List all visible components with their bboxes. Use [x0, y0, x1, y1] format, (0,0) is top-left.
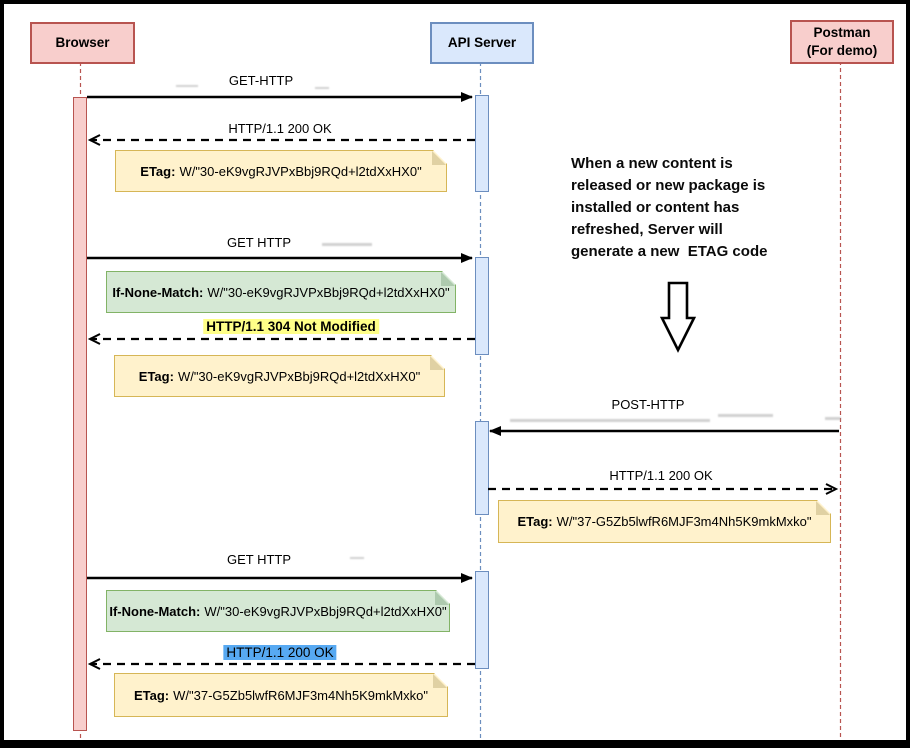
actor-postman-label-line2: (For demo)	[806, 43, 878, 58]
msg-200-ok-1: HTTP/1.1 200 OK	[228, 121, 332, 136]
annotation-line: generate a new ETAG code	[571, 243, 768, 260]
note-etag-30-first: ETag:W/"30-eK9vgRJVPxBbj9RQd+l2tdXxHX0"	[115, 150, 447, 192]
note-value: W/"37-G5Zb5lwfR6MJF3m4Nh5K9mkMxko"	[173, 687, 428, 703]
note-if-none-match-1: If-None-Match:W/"30-eK9vgRJVPxBbj9RQd+l2…	[106, 271, 456, 313]
erased-text-artifact	[718, 414, 773, 417]
note-value: W/"37-G5Zb5lwfR6MJF3m4Nh5K9mkMxko"	[556, 514, 812, 529]
note-value: W/"30-eK9vgRJVPxBbj9RQd+l2tdXxHX0"	[179, 163, 422, 179]
actor-browser: Browser	[30, 22, 135, 64]
erased-text-artifact	[510, 419, 710, 422]
actor-browser-label: Browser	[55, 34, 110, 50]
note-value: W/"30-eK9vgRJVPxBbj9RQd+l2tdXxHX0"	[204, 603, 447, 619]
note-etag-30-second: ETag:W/"30-eK9vgRJVPxBbj9RQd+l2tdXxHX0"	[114, 355, 445, 397]
api-activation-bar-1	[475, 95, 489, 192]
msg-200-ok-3: HTTP/1.1 200 OK	[223, 645, 337, 660]
api-activation-bar-4	[475, 571, 489, 669]
api-activation-bar-2	[475, 257, 489, 355]
msg-post-http: POST-HTTP	[611, 397, 685, 412]
note-etag-37-server: ETag:W/"37-G5Zb5lwfR6MJF3m4Nh5K9mkMxko"	[498, 500, 831, 543]
erased-text-artifact	[322, 243, 372, 246]
note-prefix: ETag:	[138, 368, 174, 384]
erased-text-artifact	[176, 85, 198, 87]
actor-postman-label-line1: Postman	[813, 24, 871, 40]
note-prefix: ETag:	[517, 514, 553, 529]
note-prefix: If-None-Match:	[109, 603, 201, 619]
annotation-line: When a new content is	[571, 155, 733, 172]
note-prefix: ETag:	[133, 687, 170, 703]
msg-304-not-modified: HTTP/1.1 304 Not Modified	[203, 319, 379, 334]
actor-api-server: API Server	[430, 22, 534, 64]
annotation-line: refreshed, Server will	[571, 221, 723, 238]
actor-api-server-label: API Server	[447, 34, 517, 50]
erased-text-artifact	[350, 557, 364, 559]
annotation-line: released or new package is	[571, 177, 766, 194]
annotation-line: installed or content has	[571, 199, 740, 216]
note-value: W/"30-eK9vgRJVPxBbj9RQd+l2tdXxHX0"	[177, 368, 421, 384]
erased-text-artifact	[315, 87, 329, 89]
browser-activation-bar	[73, 97, 87, 731]
note-if-none-match-2: If-None-Match:W/"30-eK9vgRJVPxBbj9RQd+l2…	[106, 590, 450, 632]
msg-200-ok-2: HTTP/1.1 200 OK	[609, 468, 713, 483]
note-prefix: If-None-Match:	[112, 284, 204, 300]
msg-get-http-1: GET-HTTP	[228, 73, 294, 88]
down-block-arrow-icon	[659, 281, 697, 353]
annotation-new-etag: When a new content is released or new pa…	[571, 153, 816, 263]
msg-get-http-2: GET HTTP	[226, 235, 292, 250]
note-prefix: ETag:	[140, 163, 176, 179]
note-etag-37-final: ETag:W/"37-G5Zb5lwfR6MJF3m4Nh5K9mkMxko"	[114, 673, 448, 717]
actor-postman: Postman (For demo)	[790, 20, 894, 64]
erased-text-artifact	[825, 417, 841, 420]
api-activation-bar-3	[475, 421, 489, 515]
msg-get-http-3: GET HTTP	[226, 552, 292, 567]
note-value: W/"30-eK9vgRJVPxBbj9RQd+l2tdXxHX0"	[207, 284, 450, 300]
